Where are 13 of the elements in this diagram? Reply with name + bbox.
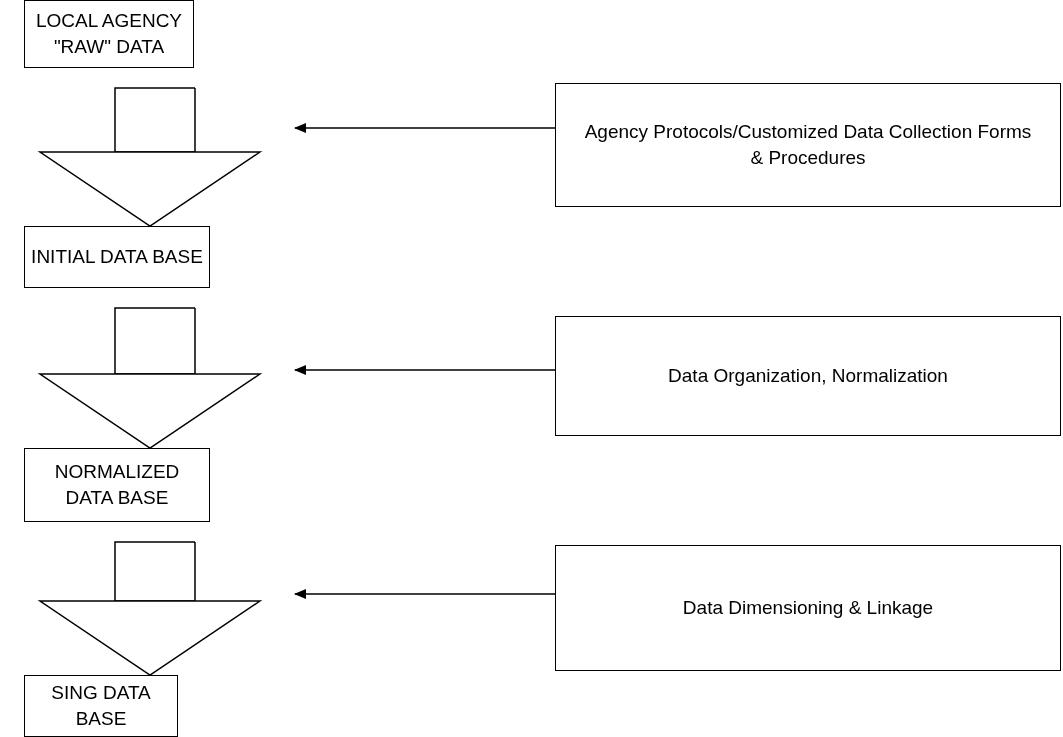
- input-box: Agency Protocols/Customized Data Collection Forms & Procedures: [555, 83, 1061, 207]
- arrow: [294, 589, 556, 599]
- arrow: [294, 123, 556, 133]
- input-box: Data Dimensioning & Linkage: [555, 545, 1061, 671]
- process-box: LOCAL AGENCY "RAW" DATA: [24, 0, 194, 68]
- block-arrow: [39, 541, 261, 676]
- process-box: SING DATA BASE: [24, 675, 178, 737]
- block-arrow: [39, 87, 261, 227]
- block-arrow: [39, 307, 261, 449]
- process-box: NORMALIZED DATA BASE: [24, 448, 210, 522]
- arrow: [294, 365, 556, 375]
- input-box: Data Organization, Normalization: [555, 316, 1061, 436]
- process-box: INITIAL DATA BASE: [24, 226, 210, 288]
